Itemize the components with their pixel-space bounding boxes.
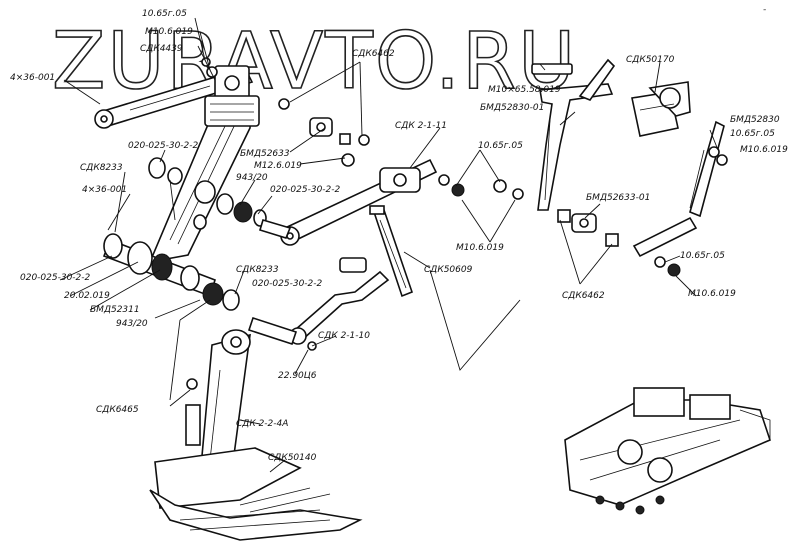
label-20-02-019: 20.02.019	[64, 291, 110, 301]
label-sdk50140: СДК50140	[268, 453, 317, 463]
label-bmd52633-01: БМД52633-01	[586, 193, 650, 203]
label-sdk6462-right: СДК6462	[562, 291, 605, 301]
link-bmd52830	[632, 120, 725, 258]
label-m10-6-019-top: М10.6.019	[145, 27, 193, 37]
label-10-65g-05-top: 10.65г.05	[142, 9, 187, 19]
label-sdk-2-1-10: СДК 2-1-10	[318, 331, 370, 341]
label-943-20-top: 943/20	[236, 173, 268, 183]
label-m12-6-019: М12.6.019	[254, 161, 302, 171]
crank-arm-sdk-2-1-10	[247, 257, 390, 351]
machine-assembly-thumbnail	[564, 387, 771, 515]
label-bmd52633: БМД52633	[240, 149, 290, 159]
label-m10x65-58-019: М10×65.58.019	[488, 85, 561, 95]
part-labels: 10.65г.05 М10.6.019 СДК4439 4×36-001 СДК…	[10, 9, 788, 463]
leader-lines	[59, 17, 719, 473]
shaft-bmd52311	[102, 233, 240, 311]
label-020-025-c: 020-025-30-2-2	[20, 273, 91, 283]
label-10-65g-05-mid: 10.65г.05	[478, 141, 523, 151]
label-m10-6-019-bottom: М10.6.019	[688, 289, 736, 299]
label-943-20-bottom: 943/20	[116, 319, 148, 329]
label-020-025-b: 020-025-30-2-2	[270, 185, 341, 195]
label-m10-6-019-right: М10.6.019	[740, 145, 788, 155]
label-10-65g-05-bottom: 10.65г.05	[680, 251, 725, 261]
label-4x36-001-top: 4×36-001	[10, 73, 55, 83]
label-bmd52830: БМД52830	[730, 115, 780, 125]
label-10-65g-05-right: 10.65г.05	[730, 129, 775, 139]
label-sdk4439: СДК4439	[140, 44, 183, 54]
label-020-025-d: 020-025-30-2-2	[252, 279, 323, 289]
nuts-right-group	[438, 174, 524, 200]
label-sdk8233-left: СДК8233	[80, 163, 123, 173]
label-sdk50609: СДК50609	[424, 265, 473, 275]
corner-mark: -	[763, 5, 766, 15]
label-sdk-2-1-11: СДК 2-1-11	[395, 121, 447, 131]
threaded-rod-sdk50609	[369, 205, 414, 298]
label-sdk50170: СДК50170	[626, 55, 675, 65]
label-sdk6462-top: СДК6462	[352, 49, 395, 59]
clamp-bmd52633-01	[557, 209, 619, 247]
label-sdk8233-mid: СДК8233	[236, 265, 279, 275]
bushings-stack	[148, 157, 267, 230]
label-bmd52830-01: БМД52830-01	[480, 103, 544, 113]
label-22-90c6: 22.90Ц6	[278, 371, 317, 381]
label-bmd52311: БМД52311	[90, 305, 140, 315]
label-sdk-2-2-4a: СДК 2-2-4А	[236, 419, 288, 429]
skid-sdk50140	[149, 447, 363, 541]
nuts-lower-right	[654, 154, 728, 277]
link-bmd52830-01	[531, 58, 616, 211]
watermark: ZURAVTO.RU	[52, 17, 577, 107]
arm-sdk-2-1-11	[259, 158, 438, 246]
clamp-bmd52633	[201, 57, 370, 167]
label-020-025-a: 020-025-30-2-2	[128, 141, 199, 151]
label-m10-6-019-mid: М10.6.019	[456, 243, 504, 253]
label-sdk6465: СДК6465	[96, 405, 139, 415]
box-sdk50170	[631, 81, 691, 137]
label-4x36-001-left: 4×36-001	[82, 185, 127, 195]
